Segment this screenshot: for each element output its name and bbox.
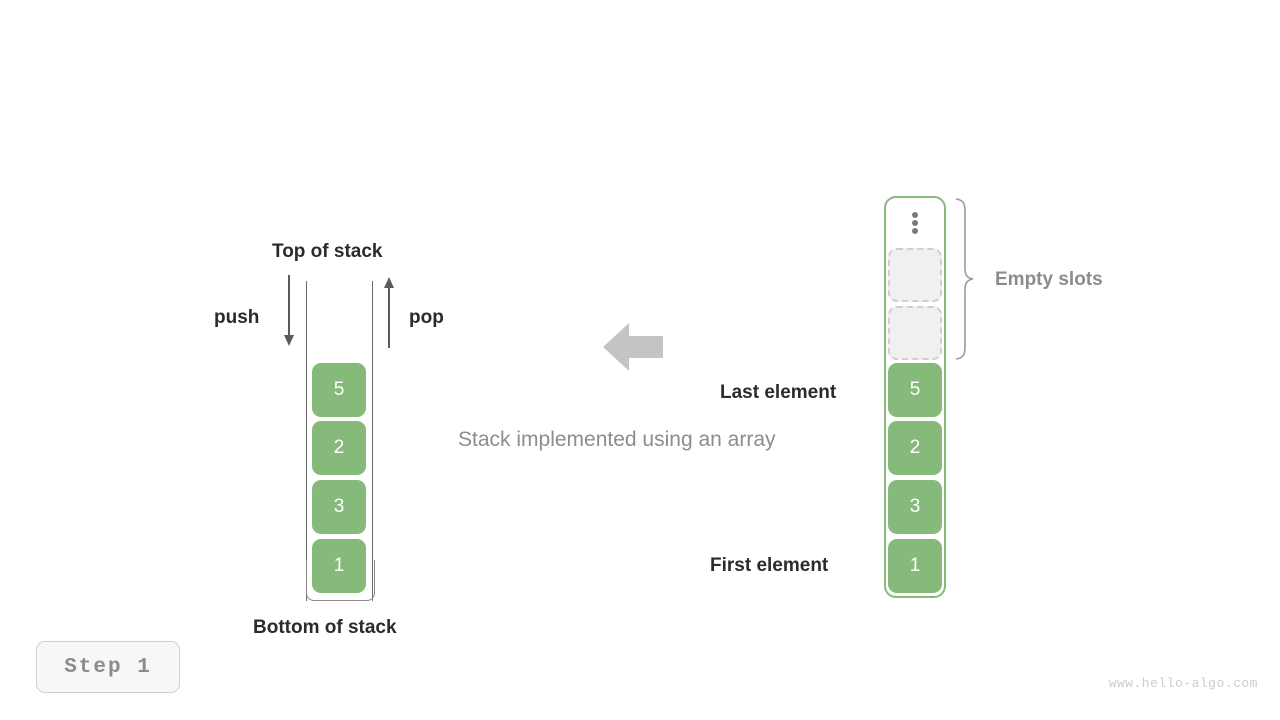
pop-label: pop (409, 307, 444, 328)
stack-bottom-label: Bottom of stack (253, 617, 397, 638)
array-empty-slot (888, 306, 942, 360)
empty-slots-label: Empty slots (995, 269, 1103, 290)
stack-wall-right (372, 281, 373, 601)
array-cell: 1 (888, 539, 942, 593)
push-arrow-shaft (288, 275, 290, 337)
empty-slots-brace (955, 198, 974, 360)
pop-arrow-shaft (388, 286, 390, 348)
first-element-label: First element (710, 555, 829, 576)
pop-arrow-head (384, 277, 394, 288)
step-badge: Step 1 (36, 641, 180, 693)
push-label: push (214, 307, 260, 328)
stack-container (306, 560, 375, 601)
array-cell: 2 (888, 421, 942, 475)
right-to-left-arrow (603, 323, 663, 371)
watermark: www.hello-algo.com (1108, 676, 1258, 691)
stack-top-label: Top of stack (272, 241, 383, 262)
stack-wall-left (306, 281, 307, 601)
last-element-label: Last element (720, 382, 837, 403)
array-cell: 5 (888, 363, 942, 417)
stack-cell: 1 (312, 539, 366, 593)
stack-cell: 5 (312, 363, 366, 417)
stack-cell: 3 (312, 480, 366, 534)
stack-cell: 2 (312, 421, 366, 475)
vertical-ellipsis-icon (912, 212, 918, 234)
array-cell: 3 (888, 480, 942, 534)
diagram-caption: Stack implemented using an array (458, 428, 776, 451)
array-empty-slot (888, 248, 942, 302)
push-arrow-head (284, 335, 294, 346)
